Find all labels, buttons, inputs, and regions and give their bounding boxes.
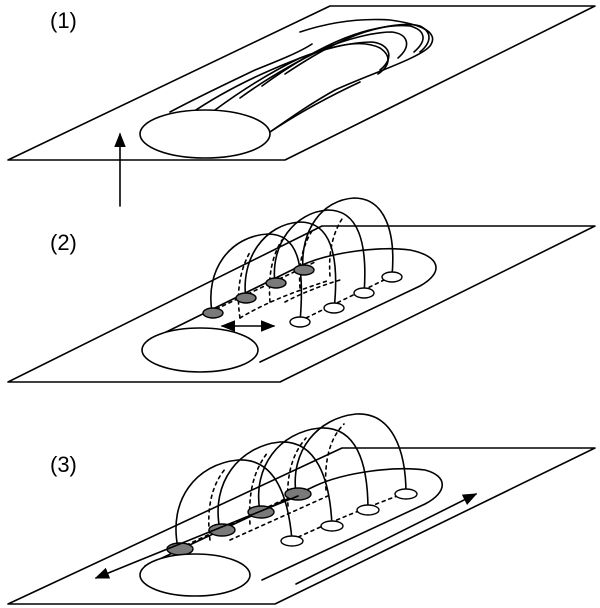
panel-3-dark-hole-4: [284, 487, 312, 501]
panel-2-dark-hole-2: [235, 292, 257, 304]
loop-3-back: [298, 227, 315, 289]
ring-outer: [269, 18, 434, 133]
panel-3-light-hole-2: [320, 520, 344, 532]
panel-2-loops: [210, 197, 394, 323]
panel-2-dark-hole-4: [293, 264, 315, 276]
ring-inner-trace: [169, 43, 313, 113]
panel-3-disk: [139, 553, 251, 597]
panel-2-track: [149, 247, 437, 363]
panel-3-right-arrow: [295, 493, 478, 585]
panel-2-light-hole-4: [381, 271, 403, 283]
ring-5: [189, 42, 389, 115]
loop-4-back: [324, 423, 345, 491]
panel-2-light-hole-1: [289, 316, 311, 328]
panel-3-track: [144, 467, 443, 581]
loop-3: [273, 209, 366, 295]
panel-3-light-hole-1: [280, 535, 304, 547]
loop-4-back: [328, 215, 345, 277]
panel-2-dash-2: [284, 279, 341, 303]
panel-2-light-hole-2: [323, 302, 345, 314]
loop-4: [294, 413, 407, 495]
panel-2-dash-1: [209, 261, 316, 313]
loop-4: [301, 197, 394, 277]
panel-1: (1): [7, 5, 596, 207]
loop-2: [244, 221, 337, 311]
panel-3-left-arrow: [94, 495, 299, 579]
panel-2: (2): [7, 197, 596, 383]
panel-2-dark-hole-1: [202, 307, 224, 319]
panel-3-dark-hole-1: [166, 542, 194, 556]
panel-3: (3): [7, 413, 596, 605]
panel-2-dash-3: [299, 275, 393, 322]
ring-2: [239, 31, 408, 99]
panel-1-stacked-rings: [169, 18, 434, 133]
panel-3-loops: [175, 413, 407, 549]
loop-2-back: [268, 239, 283, 303]
panel-1-disk: [139, 109, 271, 159]
panel-3-light-hole-3: [356, 504, 380, 516]
panel-3-dash-3: [291, 491, 409, 541]
panel-2-disk: [141, 327, 259, 373]
panel-1-plate: [7, 5, 596, 161]
panel-3-dark-hole-2: [208, 523, 236, 537]
panel-2-dark-hole-3: [265, 277, 287, 289]
loop-1-back: [237, 251, 251, 319]
panel-1-label: (1): [50, 8, 77, 33]
panel-2-label: (2): [50, 230, 77, 255]
panel-3-label: (3): [50, 452, 77, 477]
panel-2-light-hole-3: [353, 287, 375, 299]
panel-2-dash-4: [239, 279, 331, 319]
panel-3-dash-2: [229, 494, 331, 541]
loop-2: [217, 441, 333, 531]
panel-3-light-hole-4: [394, 488, 418, 500]
loop-1: [175, 459, 293, 549]
